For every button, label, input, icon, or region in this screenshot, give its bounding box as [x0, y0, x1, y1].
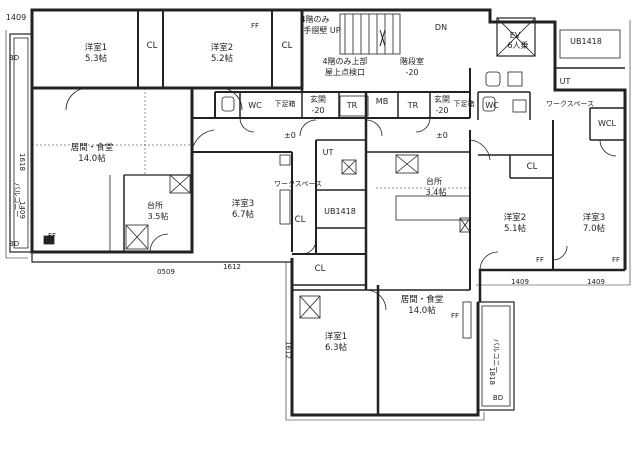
bed1-bottom-size: 6.3帖	[325, 342, 348, 353]
bed2-top-name: 洋室2	[211, 42, 233, 53]
stair-room-level: -20	[405, 68, 418, 77]
roof-check-2: 屋上点検口	[325, 67, 365, 77]
labels: 洋室1 5.3帖 洋室2 5.2帖 CL CL FF 4階のみ 手摺壁 UP D…	[6, 13, 620, 402]
closet-b: CL	[282, 41, 293, 51]
dim-1612-bottom: 1612	[223, 263, 241, 271]
dim-1409-br-1: 1409	[511, 278, 529, 286]
ff-right-1: FF	[536, 256, 544, 264]
bed2-top-size: 5.2帖	[211, 53, 234, 64]
ff-bottom: FF	[451, 312, 459, 320]
balcony-left-dim: 1409	[6, 13, 26, 22]
bd-left-top: BD	[9, 54, 19, 62]
bed3-left-name: 洋室3	[232, 198, 254, 209]
bed1-top-name: 洋室1	[85, 42, 107, 53]
kitchen-right-size: 3.4帖	[426, 187, 447, 197]
shoe-box-left: 下足箱	[275, 99, 296, 108]
bd-left-bottom: BD	[9, 240, 19, 248]
ff-right-2: FF	[612, 256, 620, 264]
elevator-label: EV	[510, 31, 521, 40]
living-bottom-size: 14.0帖	[408, 305, 436, 316]
entrance-right: 玄関	[434, 94, 450, 104]
bed2-right-name: 洋室2	[504, 212, 526, 223]
wc-right: WC	[485, 101, 499, 110]
toilet-room-right: TR	[407, 101, 419, 110]
bath-unit-mid: UB1418	[324, 207, 356, 216]
balcony-bottom: バルコニー	[492, 339, 500, 374]
ff-top: FF	[251, 22, 259, 30]
dim-1409-left: 1409	[18, 201, 26, 219]
elevator-capacity: 6人乗	[507, 40, 528, 50]
bed2-right-size: 5.1帖	[504, 223, 527, 234]
bed3-right-size: 7.0帖	[583, 223, 606, 234]
stair-dn: DN	[435, 23, 447, 32]
work-space-right: ワークスペース	[546, 100, 594, 108]
living-left-size: 14.0帖	[78, 153, 106, 164]
bed1-bottom-name: 洋室1	[325, 331, 347, 342]
dim-1409-br-2: 1409	[587, 278, 605, 286]
wc-left: WC	[248, 101, 262, 110]
living-bottom-name: 居間・食堂	[401, 294, 444, 305]
bd-bottom: BD	[493, 394, 503, 402]
utility-top-right: UT	[560, 77, 571, 86]
ff-left: FF	[48, 232, 56, 240]
entrance-right-level: -20	[435, 106, 448, 115]
dim-1618: 1618	[18, 153, 26, 171]
bed1-top-size: 5.3帖	[85, 53, 108, 64]
stair-note-2: 手摺壁 UP	[303, 25, 340, 35]
kitchen-right-name: 台所	[426, 176, 442, 186]
level-right: ±0	[436, 131, 448, 140]
living-left-name: 居間・食堂	[71, 142, 114, 153]
closet-a: CL	[147, 41, 158, 51]
stair-room: 階段室	[400, 56, 424, 66]
dim-0509: 0509	[157, 268, 175, 276]
dim-1612-side: 1612	[284, 341, 292, 359]
toilet-room-left: TR	[346, 101, 358, 110]
entrance-left: 玄関	[310, 94, 326, 104]
doors	[65, 87, 617, 311]
dim-1818: 1818	[488, 367, 496, 385]
fixtures	[43, 13, 621, 339]
interior-walls	[32, 10, 625, 415]
roof-check-1: 4階のみ上部	[322, 56, 367, 66]
stair-note-1: 4階のみ	[300, 14, 329, 24]
walk-in-closet: WCL	[598, 119, 616, 128]
balcony-left: バルコニー	[13, 183, 21, 218]
utility-mid: UT	[323, 148, 334, 157]
bath-unit-top: UB1418	[570, 37, 602, 46]
outer-walls	[5, 8, 631, 421]
bed3-left-size: 6.7帖	[232, 209, 255, 220]
work-space-mid: ワークスペース	[274, 180, 322, 188]
entrance-left-level: -20	[311, 106, 324, 115]
closet-e: CL	[315, 264, 326, 274]
level-left: ±0	[284, 131, 296, 140]
closet-c: CL	[295, 215, 306, 225]
kitchen-left-name: 台所	[147, 200, 163, 210]
bed3-right-name: 洋室3	[583, 212, 605, 223]
shoe-box-right: 下足箱	[454, 99, 475, 108]
kitchen-left-size: 3.5帖	[148, 211, 169, 221]
closet-d: CL	[527, 162, 538, 172]
meter-box: MB	[376, 97, 388, 106]
